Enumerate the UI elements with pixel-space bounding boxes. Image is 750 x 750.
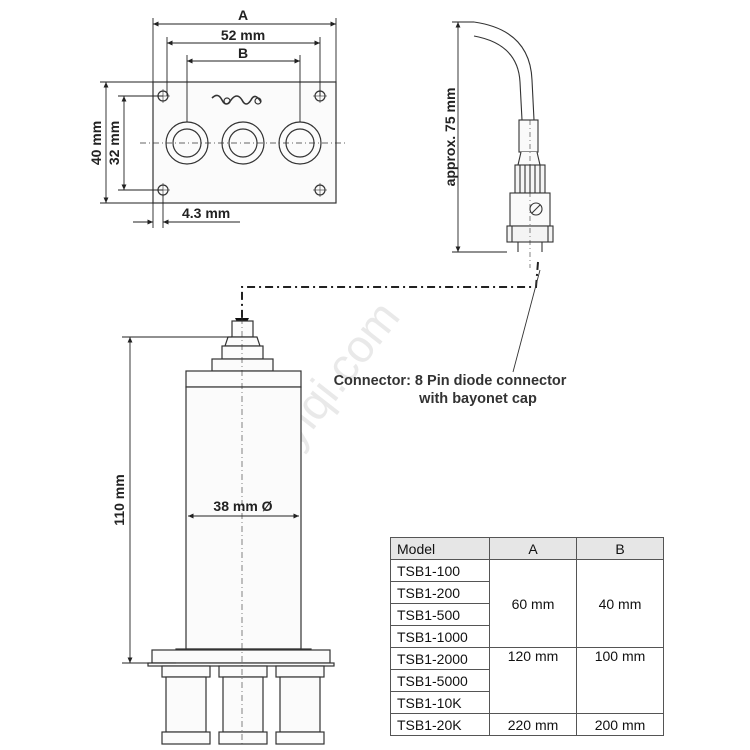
dimension-height-outer-label: 40 mm — [88, 121, 104, 165]
table-cell-model: TSB1-1000 — [390, 625, 490, 648]
table-header-a: A — [489, 537, 577, 560]
table-row: TSB1-100 60 mm 40 mm — [390, 559, 664, 648]
dimension-b-label: B — [238, 45, 248, 61]
dimension-height-inner — [118, 95, 163, 191]
table-cell-model: TSB1-5000 — [390, 669, 490, 692]
model-dimension-table: Model A B TSB1-100 60 mm 40 mm TSB1-200 … — [390, 537, 664, 736]
table-header-b: B — [576, 537, 664, 560]
table-cell-model: TSB1-2000 — [390, 647, 490, 670]
dimension-cable-length — [452, 21, 507, 253]
table-cell-model: TSB1-10K — [390, 691, 490, 714]
note-leader — [512, 269, 541, 373]
dimension-a-label: A — [238, 7, 248, 23]
dimension-edge-offset — [133, 195, 240, 228]
table-header-row: Model A B — [390, 537, 664, 560]
table-cell-a: 220 mm — [489, 713, 577, 736]
table-header-model: Model — [390, 537, 490, 560]
table-cell-b: 100 mm — [576, 647, 664, 714]
table-cell-b: 200 mm — [576, 713, 664, 736]
dimension-height-outer — [100, 81, 153, 204]
connector-note-line1: Connector: 8 Pin diode connector — [334, 373, 567, 389]
table-cell-model: TSB1-20K — [390, 713, 490, 736]
table-cell-a: 120 mm — [489, 647, 577, 714]
dimension-edge-offset-label: 4.3 mm — [182, 205, 230, 221]
table-cell-a: 60 mm — [489, 559, 577, 648]
table-cell-model: TSB1-200 — [390, 581, 490, 604]
table-row: TSB1-1000 — [390, 625, 664, 648]
dimension-b — [186, 55, 301, 122]
table-cell-model: TSB1-500 — [390, 603, 490, 626]
table-row: TSB1-10K — [390, 691, 664, 714]
dimension-hole-spacing — [166, 37, 321, 96]
dimension-hole-spacing-label: 52 mm — [221, 27, 265, 43]
dimension-height-inner-label: 32 mm — [106, 121, 122, 165]
table-cell-b: 40 mm — [576, 559, 664, 648]
connector-note-line2: with bayonet cap — [418, 391, 537, 407]
cable-connector — [473, 21, 554, 268]
dimension-a — [152, 18, 337, 82]
dimension-body-height — [122, 336, 232, 664]
table-cell-model: TSB1-100 — [390, 559, 490, 582]
routing-line — [241, 261, 539, 318]
flange-plate-top-view — [140, 81, 345, 204]
dimension-body-diameter-label: 38 mm Ø — [213, 498, 272, 514]
table-row: TSB1-2000 120 mm 100 mm — [390, 647, 664, 714]
dimension-body-height-label: 110 mm — [111, 474, 127, 525]
table-row: TSB1-500 — [390, 603, 664, 626]
spring-symbol — [211, 94, 262, 105]
dimension-cable-length-label: approx. 75 mm — [442, 88, 458, 187]
table-row: TSB1-20K 220 mm 200 mm — [390, 713, 664, 736]
